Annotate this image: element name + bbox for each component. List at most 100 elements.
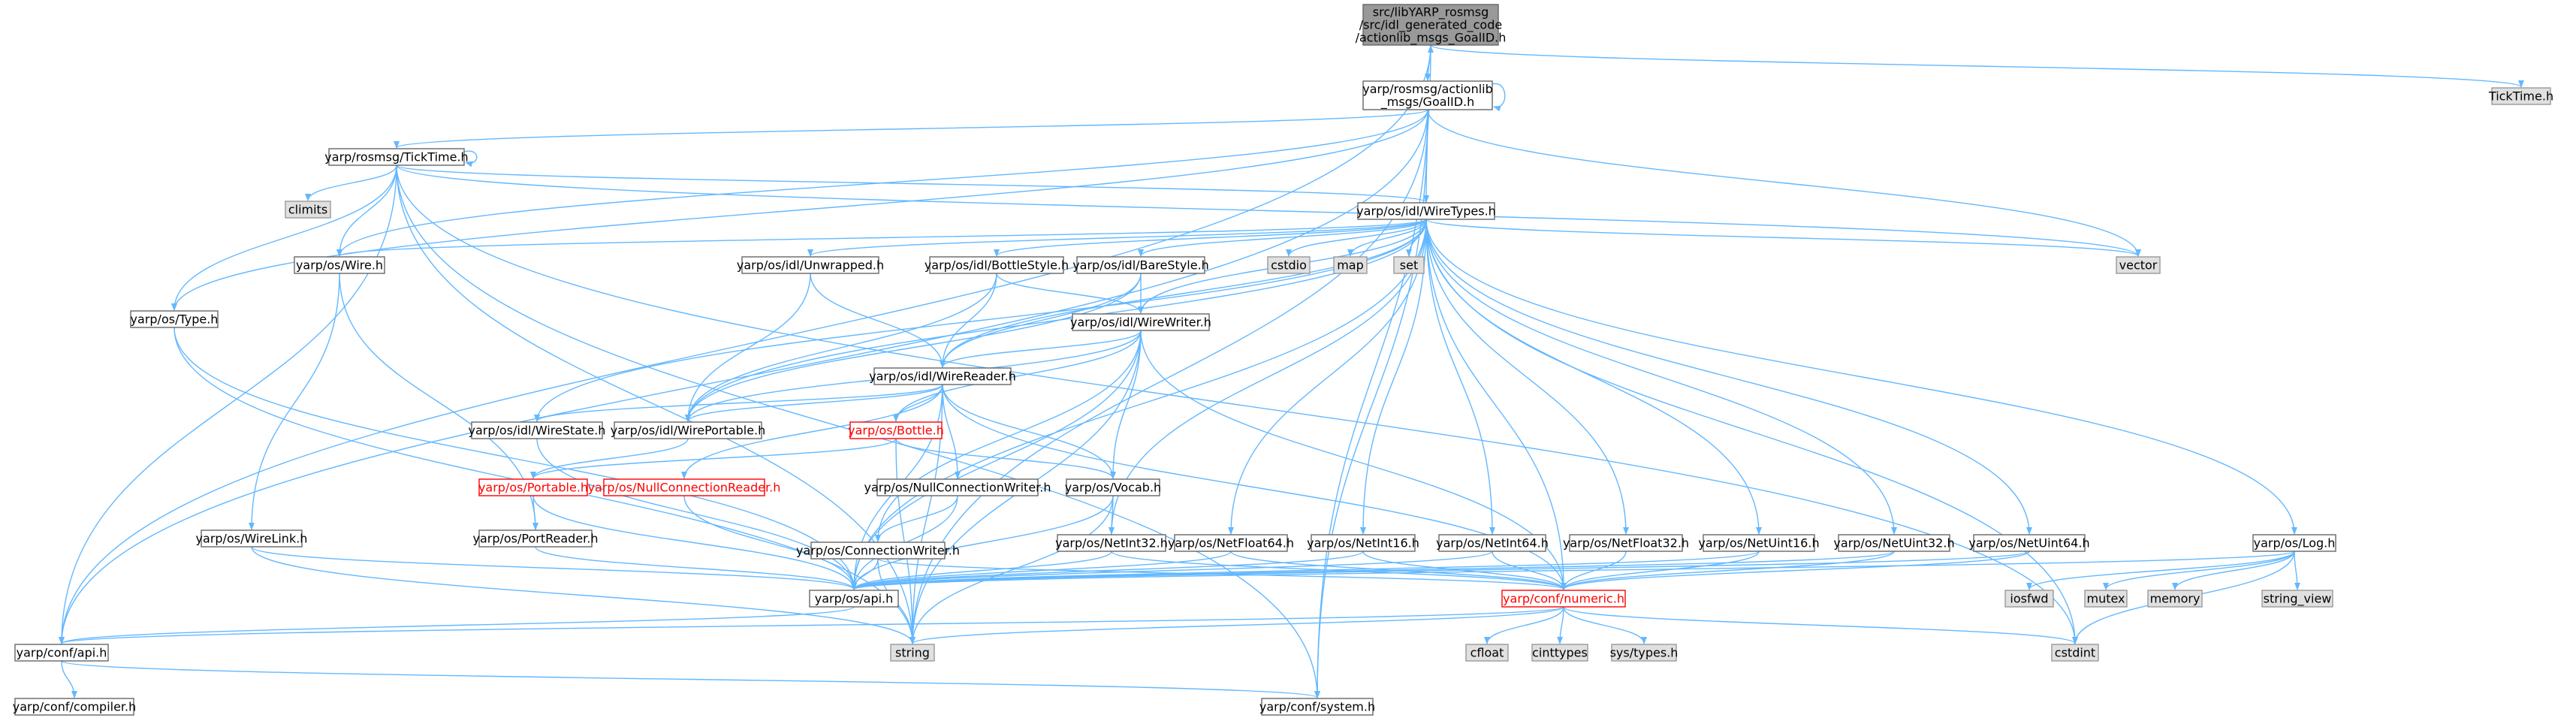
- edge-vocab-to-string: [909, 495, 1114, 644]
- node-wire[interactable]: yarp/os/Wire.h: [294, 256, 385, 274]
- node-bottle[interactable]: yarp/os/Bottle.h: [848, 421, 944, 439]
- node-set[interactable]: set: [1393, 256, 1425, 274]
- node-label: yarp/os/WireLink.h: [196, 532, 308, 546]
- node-label: cinttypes: [1532, 646, 1588, 660]
- node-label: TickTime.h: [2488, 89, 2553, 104]
- node-vector[interactable]: vector: [2116, 256, 2161, 274]
- edge-wiretypes-to-wirestate: [534, 219, 1427, 422]
- edge-wiretypes-to-wire: [336, 219, 1427, 257]
- edge-unwrapped-to-wireportable: [685, 273, 811, 422]
- node-label: yarp/os/idl/Unwrapped.h: [737, 258, 884, 273]
- node-iosfwd[interactable]: iosfwd: [2004, 590, 2054, 608]
- node-osapi[interactable]: yarp/os/api.h: [809, 590, 899, 608]
- node-ticktime[interactable]: yarp/rosmsg/TickTime.h: [324, 148, 469, 166]
- node-box: [1267, 256, 1311, 274]
- node-systypes[interactable]: sys/types.h: [1610, 644, 1679, 662]
- node-nullconnwriter[interactable]: yarp/os/NullConnectionWriter.h: [864, 478, 1051, 496]
- node-wiretypes[interactable]: yarp/os/idl/WireTypes.h: [1356, 202, 1496, 220]
- node-goalid[interactable]: yarp/rosmsg/actionlib_msgs/GoalID.h: [1362, 80, 1493, 110]
- node-netfloat64[interactable]: yarp/os/NetFloat64.h: [1168, 534, 1294, 552]
- node-box: [471, 421, 603, 439]
- node-label: climits: [288, 203, 327, 217]
- node-label: yarp/conf/compiler.h: [13, 700, 137, 714]
- node-unwrapped[interactable]: yarp/os/idl/Unwrapped.h: [737, 256, 884, 274]
- node-label: yarp/os/PortReader.h: [472, 532, 598, 546]
- node-type[interactable]: yarp/os/Type.h: [130, 310, 219, 328]
- node-ticktime_sys[interactable]: TickTime.h: [2488, 87, 2553, 105]
- node-label: yarp/os/NetUint64.h: [1968, 536, 2089, 551]
- node-netuint16[interactable]: yarp/os/NetUint16.h: [1698, 534, 1820, 552]
- node-mutex[interactable]: mutex: [2084, 590, 2128, 608]
- edge-wirereader-to-wirestate: [534, 384, 943, 422]
- node-box: [876, 478, 1039, 496]
- edge-netuint32-to-numeric: [1561, 551, 1895, 590]
- edge-netuint64-to-numeric: [1561, 551, 2030, 590]
- node-climits[interactable]: climits: [285, 201, 331, 219]
- node-nullconnreader[interactable]: yarp/os/NullConnectionReader.h: [588, 478, 781, 496]
- node-goalid_gen[interactable]: src/libYARP_rosmsg/src/idl_generated_cod…: [1356, 4, 1507, 46]
- node-box: [1531, 644, 1588, 662]
- edge-goalid-to-goalid_gen: [1427, 45, 1434, 82]
- node-bottlestyle[interactable]: yarp/os/idl/BottleStyle.h: [925, 256, 1069, 274]
- node-confapi[interactable]: yarp/conf/api.h: [14, 644, 109, 662]
- edge-netfloat64-to-osapi: [851, 551, 1232, 590]
- node-label: yarp/os/api.h: [815, 592, 894, 606]
- edge-wirelink-to-string: [251, 546, 915, 644]
- edge-numeric-to-cstdint: [1563, 606, 2078, 644]
- node-label: yarp/os/Vocab.h: [1065, 481, 1161, 495]
- node-label: yarp/rosmsg/actionlib: [1362, 82, 1493, 96]
- node-portreader[interactable]: yarp/os/PortReader.h: [472, 529, 599, 548]
- node-label: string: [895, 646, 930, 660]
- node-memory[interactable]: memory: [2147, 590, 2203, 608]
- node-log[interactable]: yarp/os/Log.h: [2252, 534, 2336, 552]
- edge-bottle-to-portable: [530, 438, 897, 479]
- node-box: [1569, 534, 1683, 552]
- node-box: [1357, 202, 1495, 220]
- node-wireportable[interactable]: yarp/os/idl/WirePortable.h: [611, 421, 766, 439]
- node-compiler[interactable]: yarp/conf/compiler.h: [13, 698, 137, 716]
- edge-wiretypes-to-netfloat32: [1425, 219, 1629, 535]
- edge-wiretypes-to-log: [1425, 219, 2297, 535]
- node-label: yarp/os/NetUint32.h: [1833, 536, 1954, 551]
- node-string_view[interactable]: string_view: [2261, 590, 2333, 608]
- node-barestyle[interactable]: yarp/os/idl/BareStyle.h: [1072, 256, 1209, 274]
- node-netint16[interactable]: yarp/os/NetInt16.h: [1307, 534, 1419, 552]
- node-cstdint[interactable]: cstdint: [2051, 644, 2099, 662]
- node-label: mutex: [2086, 592, 2125, 606]
- node-box: [1393, 256, 1425, 274]
- node-wirelink[interactable]: yarp/os/WireLink.h: [196, 529, 308, 548]
- node-box: [478, 529, 593, 548]
- node-connwriter[interactable]: yarp/os/ConnectionWriter.h: [796, 542, 960, 560]
- node-box: [1703, 534, 1815, 552]
- node-label: cstdint: [2055, 646, 2095, 660]
- edge-osapi-to-confapi: [59, 606, 855, 644]
- node-cstdio[interactable]: cstdio: [1267, 256, 1311, 274]
- node-box: [2252, 534, 2336, 552]
- node-netint32[interactable]: yarp/os/NetInt32.h: [1055, 534, 1168, 552]
- node-wirestate[interactable]: yarp/os/idl/WireState.h: [469, 421, 606, 439]
- edge-log-to-string_view: [2294, 551, 2300, 590]
- node-box: [849, 421, 943, 439]
- node-netuint32[interactable]: yarp/os/NetUint32.h: [1833, 534, 1955, 552]
- edge-wiretypes-to-netfloat64: [1228, 219, 1427, 535]
- node-portable[interactable]: yarp/os/Portable.h: [478, 478, 588, 496]
- node-string[interactable]: string: [890, 644, 935, 662]
- node-cfloat[interactable]: cfloat: [1465, 644, 1509, 662]
- node-map[interactable]: map: [1333, 256, 1368, 274]
- node-system[interactable]: yarp/conf/system.h: [1259, 698, 1375, 716]
- edge-netuint64-to-osapi: [851, 551, 2030, 590]
- node-vocab[interactable]: yarp/os/Vocab.h: [1065, 478, 1161, 496]
- node-numeric[interactable]: yarp/conf/numeric.h: [1501, 590, 1626, 608]
- node-wirereader[interactable]: yarp/os/idl/WireReader.h: [869, 367, 1016, 385]
- node-wirewriter[interactable]: yarp/os/idl/WireWriter.h: [1070, 313, 1211, 331]
- edge-ticktime-to-confapi: [59, 164, 397, 644]
- node-netuint64[interactable]: yarp/os/NetUint64.h: [1968, 534, 2090, 552]
- node-box: [1362, 80, 1493, 110]
- node-cinttypes[interactable]: cinttypes: [1531, 644, 1588, 662]
- edge-ticktime-to-ticktime: [463, 150, 478, 167]
- edge-wirewriter-to-osapi: [851, 330, 1142, 590]
- node-netfloat32[interactable]: yarp/os/NetFloat32.h: [1563, 534, 1689, 552]
- node-box: [294, 256, 385, 274]
- node-netint64[interactable]: yarp/os/NetInt64.h: [1436, 534, 1549, 552]
- header-nodes: src/libYARP_rosmsg/src/idl_generated_cod…: [13, 4, 2553, 716]
